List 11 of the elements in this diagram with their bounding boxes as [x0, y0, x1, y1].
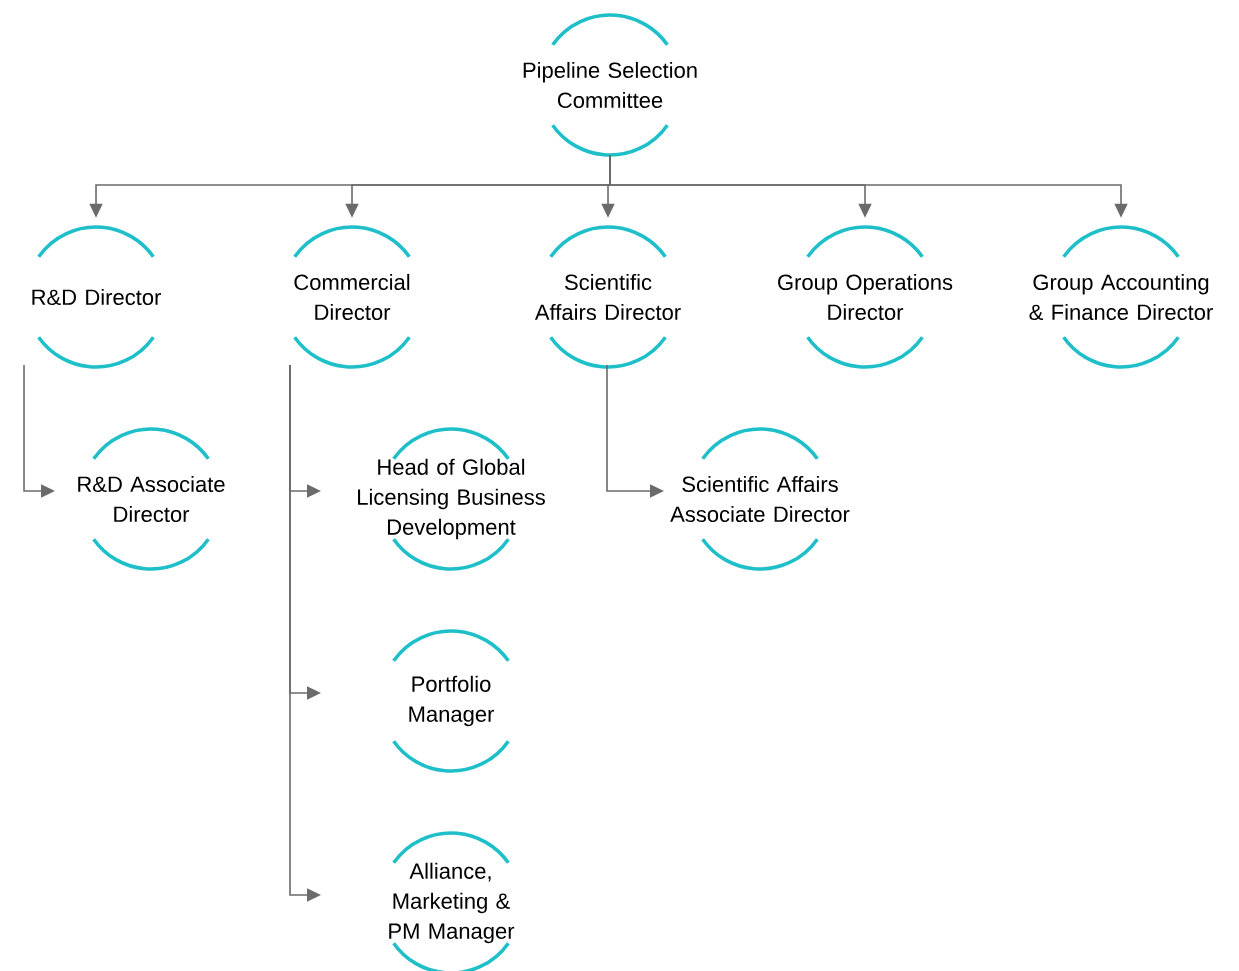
- ring-node: Scientific Affairs Associate Director: [670, 427, 850, 571]
- ring-node: R&D Associate Director: [78, 427, 225, 571]
- ring-node: Scientific Affairs Director: [534, 225, 681, 369]
- ring-node: Group Operations Director: [778, 225, 953, 369]
- ring-node: R&D Director: [32, 225, 161, 369]
- ring-node: Commercial Director: [293, 225, 411, 369]
- ring-node: Head of Global Licensing Business Development: [358, 427, 545, 571]
- ring-node: Group Accounting & Finance Director: [1029, 225, 1213, 369]
- ring-node: Portfolio Manager: [392, 629, 510, 773]
- ring-node: Alliance, Marketing & PM Manager: [389, 831, 515, 971]
- ring-node: Pipeline Selection Committee: [523, 13, 697, 157]
